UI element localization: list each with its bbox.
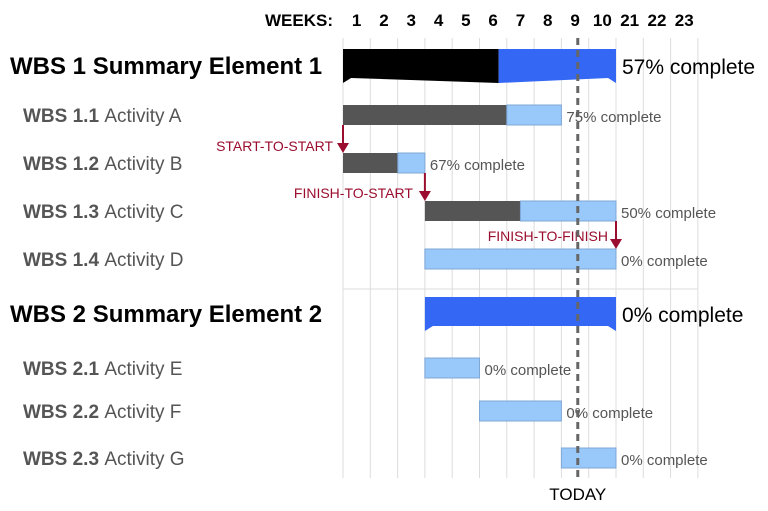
task-bar-complete	[343, 153, 398, 173]
week-tick-label: 23	[675, 11, 694, 30]
percent-complete-label: 50% complete	[621, 205, 716, 222]
dependency-arrow-head	[610, 239, 622, 249]
percent-complete-label: 57% complete	[622, 56, 755, 79]
task-bar-remaining	[397, 152, 426, 174]
summary-bar-remaining	[424, 297, 616, 331]
percent-complete-label: 67% complete	[430, 157, 525, 174]
row-code: WBS 1.3	[23, 202, 104, 223]
percent-complete-label: 0% complete	[621, 253, 708, 270]
activity-row-label: WBS 1.1 Activity A	[23, 106, 182, 127]
row-code: WBS 2.3	[23, 449, 104, 470]
week-tick-label: 10	[593, 11, 612, 30]
row-name: Activity C	[104, 202, 183, 223]
row-name: Summary Element 2	[93, 301, 322, 328]
row-code: WBS 1.4	[23, 250, 104, 271]
week-tick-label: 7	[516, 11, 525, 30]
activity-row-label: WBS 2.1 Activity E	[23, 359, 182, 380]
task-bar-remaining	[560, 447, 617, 469]
dependency-label: FINISH-TO-FINISH	[488, 228, 608, 244]
activity-row-label: WBS 2.3 Activity G	[23, 449, 185, 470]
row-name: Activity E	[104, 359, 182, 380]
weeks-axis-label: WEEKS:	[265, 11, 333, 30]
task-bar-remaining	[424, 248, 617, 270]
row-name: Activity G	[104, 449, 184, 470]
task-bar-complete	[343, 105, 507, 125]
activity-row-label: WBS 2.2 Activity F	[23, 402, 181, 423]
row-name: Activity B	[104, 154, 182, 175]
week-tick-label: 8	[543, 11, 552, 30]
percent-complete-label: 75% complete	[566, 109, 661, 126]
week-tick-label: 9	[570, 11, 579, 30]
row-code: WBS 2	[10, 301, 93, 328]
percent-complete-label: 0% complete	[485, 362, 572, 379]
percent-complete-label: 0% complete	[622, 304, 743, 327]
today-label: TODAY	[549, 485, 606, 504]
row-code: WBS 2.1	[23, 359, 104, 380]
row-name: Activity F	[104, 402, 181, 423]
row-code: WBS 1	[10, 53, 93, 80]
activity-row-label: WBS 1.4 Activity D	[23, 250, 184, 271]
row-code: WBS 1.1	[23, 106, 104, 127]
task-bar-remaining	[519, 200, 617, 222]
week-tick-label: 2	[379, 11, 388, 30]
week-tick-label: 5	[461, 11, 470, 30]
summary-bar-remaining	[498, 49, 616, 83]
today-marker: TODAY	[549, 38, 606, 504]
row-name: Activity A	[104, 106, 181, 127]
summary-row-label: WBS 1 Summary Element 1	[10, 53, 322, 80]
activity-row-label: WBS 1.3 Activity C	[23, 202, 184, 223]
row-code: WBS 2.2	[23, 402, 104, 423]
dependency-label: FINISH-TO-START	[294, 185, 413, 201]
week-tick-label: 1	[352, 11, 361, 30]
percent-labels: 57% complete 75% complete 67% complete 50% …	[430, 56, 755, 469]
percent-complete-label: 0% complete	[566, 405, 653, 422]
task-bar-remaining	[424, 357, 480, 379]
task-bar-complete	[424, 201, 521, 221]
percent-complete-label: 0% complete	[621, 452, 708, 469]
bars	[343, 49, 617, 469]
row-name: Activity D	[104, 250, 183, 271]
week-tick-label: 3	[407, 11, 416, 30]
task-bar-remaining	[479, 400, 562, 422]
summary-row-label: WBS 2 Summary Element 2	[10, 301, 322, 328]
week-tick-label: 6	[488, 11, 497, 30]
week-tick-label: 4	[434, 11, 444, 30]
activity-row-label: WBS 1.2 Activity B	[23, 154, 182, 175]
row-name: Summary Element 1	[93, 53, 322, 80]
dependency-arrow-head	[337, 143, 349, 153]
row-labels: WBS 1 Summary Element 1 WBS 1.1 Activity …	[10, 53, 322, 470]
dependency-label: START-TO-START	[216, 138, 333, 154]
week-tick-label: 22	[647, 11, 666, 30]
summary-bar-complete	[343, 49, 499, 83]
week-tick-label: 21	[620, 11, 639, 30]
dependency-arrow-head	[418, 191, 431, 201]
row-code: WBS 1.2	[23, 154, 104, 175]
task-bar-remaining	[506, 104, 562, 126]
